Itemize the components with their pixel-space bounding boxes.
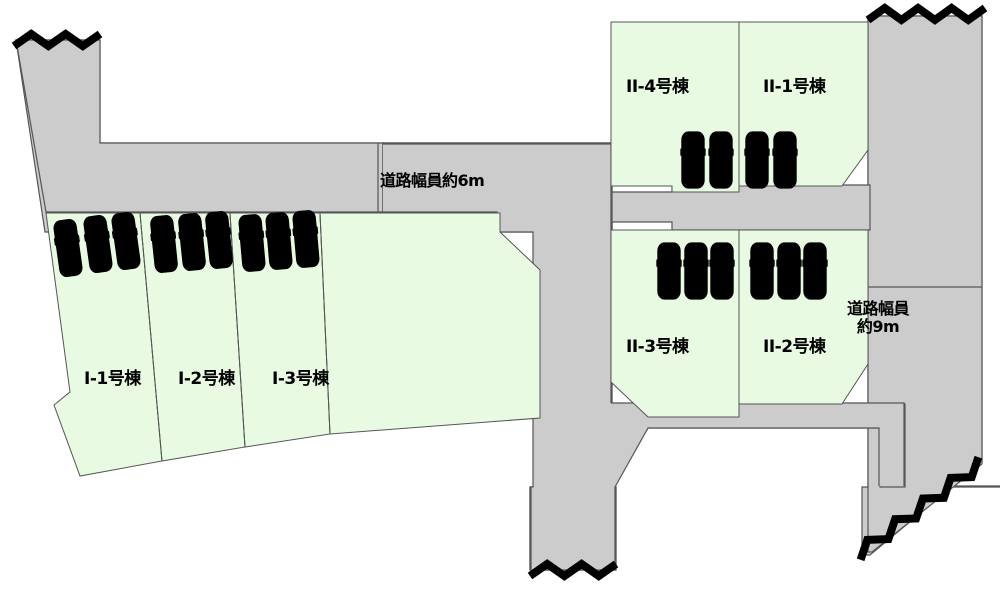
road-network — [15, 15, 1000, 571]
road-6m-left-leg — [15, 39, 384, 213]
car-icon: #car9 .c-body{fill:#8b8b8b;stroke:#5a5a5… — [680, 131, 706, 189]
parcel-I-remainder[interactable] — [319, 212, 541, 435]
lot-label-ii-2: II-2号棟 — [763, 337, 826, 357]
road-9m-line2-label: 約9m — [856, 317, 900, 336]
road-spur-between-blocks — [611, 184, 871, 231]
lot-label-ii-3: II-3号棟 — [626, 337, 689, 357]
car-icon: #car12 .c-body{fill:#f5a44a;stroke:#c97a… — [772, 131, 798, 189]
break-bottom-center-icon — [527, 559, 619, 581]
car-icon: #car18 .c-body{fill:#4a4a4a;stroke:#2323… — [802, 242, 828, 300]
lot-label-i-3: I-3号棟 — [272, 369, 329, 389]
lot-label-i-2: I-2号棟 — [178, 369, 235, 389]
parcel-block-I — [45, 212, 541, 477]
road-mass-combined — [383, 144, 904, 569]
car-icon: #car17 .c-body{fill:#f4545c;stroke:#c230… — [776, 242, 802, 300]
break-bottom-right-icon — [856, 455, 983, 562]
road-6m-label: 道路幅員約6m — [380, 171, 485, 190]
lot-label-ii-4: II-4号棟 — [626, 77, 689, 97]
car-icon: #car15 .c-body{fill:#f6ea3a;stroke:#c2b8… — [709, 242, 735, 300]
road-9m-line1-label: 道路幅員 — [846, 299, 910, 318]
break-top-right-icon — [865, 3, 988, 25]
break-lines-layer — [11, 3, 988, 581]
car-icon: #car16 .c-body{fill:#3a3a3a;stroke:#1a1a… — [749, 242, 775, 300]
lot-label-i-1: I-1号棟 — [84, 369, 141, 389]
car-icon: #car14 .c-body{fill:#4a47e0;stroke:#2d2a… — [683, 242, 709, 300]
break-top-left-icon — [11, 29, 103, 51]
car-icon: #car13 .c-body{fill:#f4545c;stroke:#c230… — [656, 242, 682, 300]
car-icon: #car11 .c-body{fill:#3f8f3f;stroke:#2561… — [744, 131, 770, 189]
lot-label-ii-1: II-1号棟 — [763, 77, 826, 97]
parcel-outlines — [139, 22, 740, 462]
car-icon: #car10 .c-body{fill:#fcfcfc;stroke:#a8a8… — [708, 131, 734, 189]
